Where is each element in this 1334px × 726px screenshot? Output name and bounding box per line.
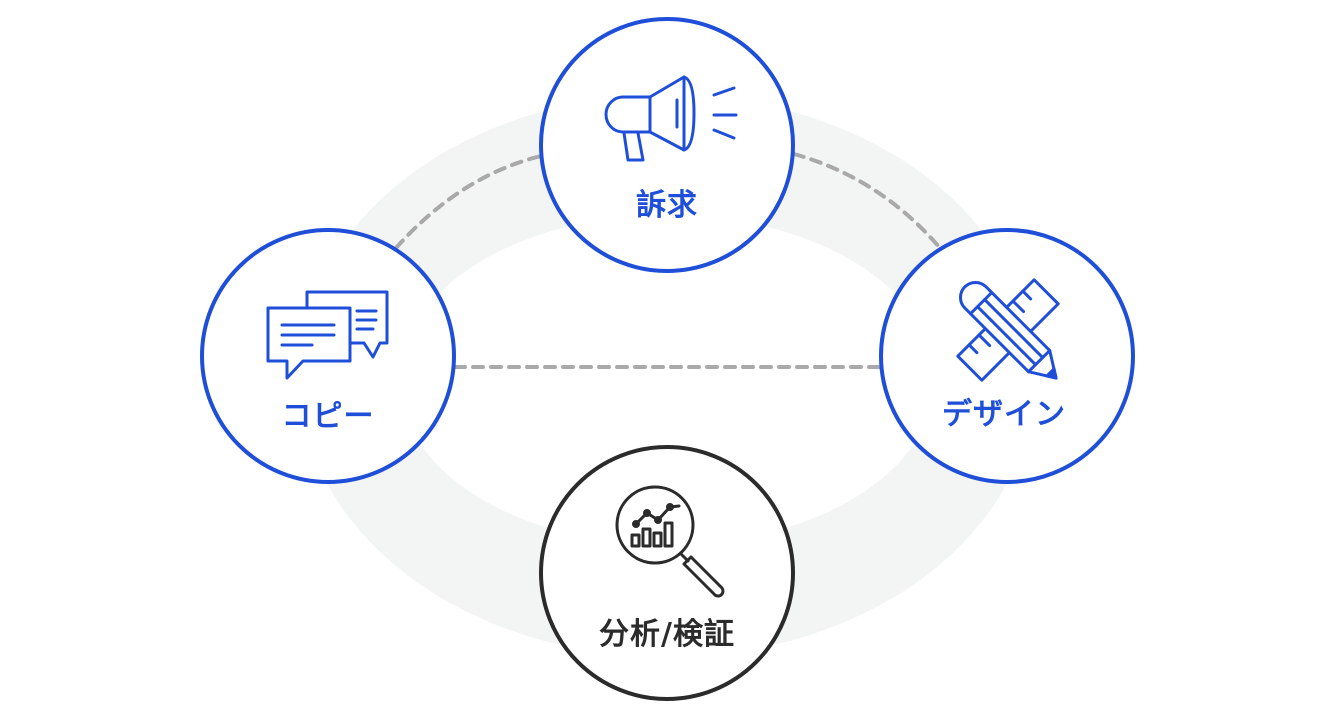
node-appeal-circle	[539, 17, 795, 273]
node-analysis-label: 分析/検証	[599, 617, 735, 652]
speech-bubbles-icon	[266, 290, 389, 380]
pencil-ruler-icon	[956, 278, 1060, 382]
node-design: デザイン	[879, 228, 1135, 484]
background-ring	[299, 95, 1035, 657]
node-copy-circle	[200, 228, 456, 484]
node-copy-label: コピー	[282, 399, 375, 434]
connector-appeal-design	[792, 152, 942, 250]
megaphone-icon	[604, 75, 738, 162]
node-copy: コピー	[200, 228, 456, 484]
node-analysis-circle	[539, 445, 795, 701]
magnifier-chart-icon	[615, 485, 725, 598]
connector-copy-appeal	[394, 154, 543, 250]
node-analysis: 分析/検証	[539, 445, 795, 701]
node-appeal-label: 訴求	[636, 188, 698, 223]
node-appeal: 訴求	[539, 17, 795, 273]
node-design-label: デザイン	[942, 397, 1066, 432]
